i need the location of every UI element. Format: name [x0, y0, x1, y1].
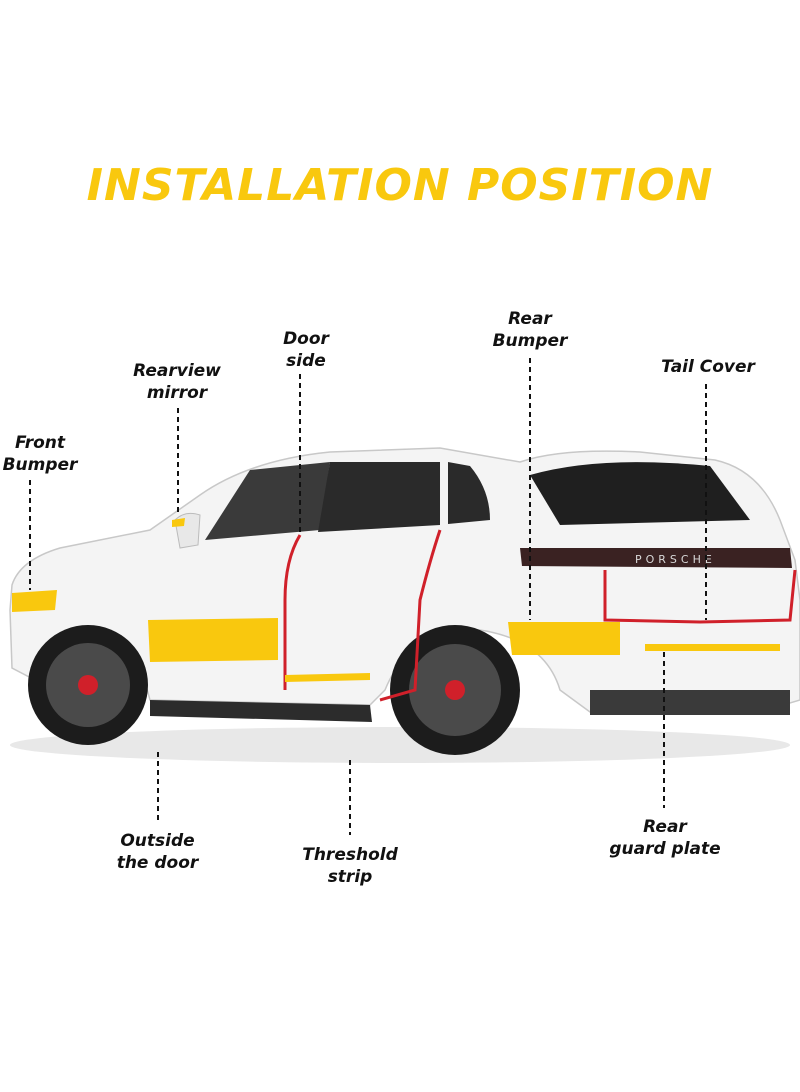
- label-rear-bumper: Rear Bumper: [492, 309, 568, 351]
- threshold-strip: [285, 673, 370, 682]
- label-rear-guard-plate: Rear guard plate: [609, 817, 721, 859]
- car-badge: PORSCHE: [635, 553, 716, 566]
- rear-bumper-strip: [508, 622, 620, 655]
- label-front-bumper: Front Bumper: [2, 433, 78, 475]
- rear-quarter-window: [448, 462, 490, 524]
- door-seal-front: [283, 534, 302, 690]
- rear-guard-plate-strip: [645, 644, 780, 651]
- rear-door-window: [318, 462, 440, 532]
- label-threshold-strip: Threshold strip: [302, 845, 398, 887]
- rear-diffuser: [590, 690, 790, 715]
- mirror: [174, 512, 201, 549]
- leader-lines: [29, 358, 707, 835]
- taillight-bar: [520, 548, 792, 568]
- label-door-side: Door side: [283, 329, 329, 371]
- rear-wheel: [390, 625, 520, 755]
- mirror-strip: [172, 518, 185, 527]
- rear-windshield: [530, 462, 750, 525]
- label-outside-door: Outside the door: [116, 831, 199, 873]
- outside-door-strip: [148, 618, 278, 662]
- side-skirt: [150, 700, 372, 722]
- front-bumper-strip: [12, 590, 57, 612]
- ground-shadow: [10, 727, 790, 763]
- label-tail-cover: Tail Cover: [661, 357, 755, 377]
- door-seal-rear: [379, 529, 442, 702]
- front-wheel: [28, 625, 148, 745]
- tail-seal: [603, 569, 797, 624]
- label-rearview-mirror: Rearview mirror: [133, 361, 221, 403]
- front-window: [205, 462, 330, 540]
- page-title: INSTALLATION POSITION: [86, 160, 714, 211]
